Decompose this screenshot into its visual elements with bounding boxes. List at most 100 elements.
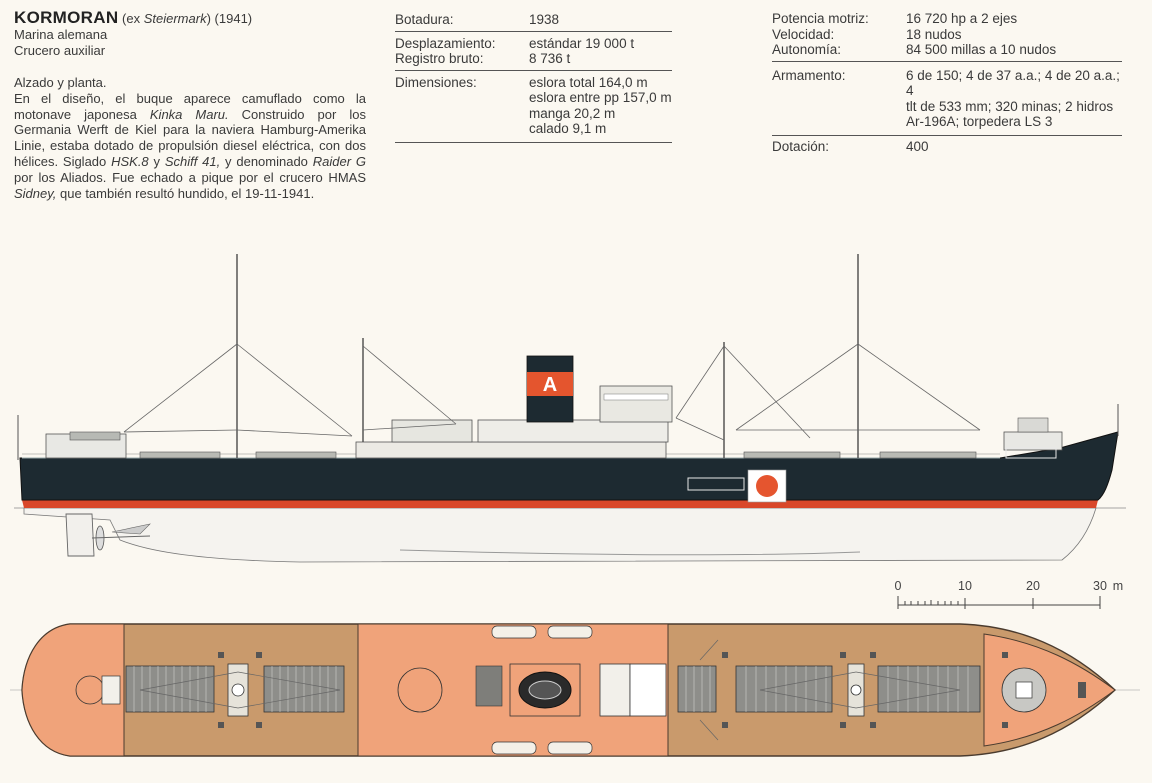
desc-italic-kinka-maru: Kinka Maru. (149, 106, 229, 122)
spec-label: Botadura: (395, 10, 529, 32)
derrick-rigging (123, 343, 981, 441)
ship-info: KORMORAN (ex Steiermark) (1941) Marina a… (14, 8, 366, 202)
boat-deck-house (477, 419, 669, 443)
shaft-bracket (111, 523, 151, 535)
lifeboats (491, 625, 593, 755)
ship-name: KORMORAN (14, 8, 119, 27)
hatch-ribs (133, 666, 969, 712)
spec-row-desplazamiento: Desplazamiento: estándar 19 000 t (395, 31, 672, 51)
spec-value: 400 (906, 138, 929, 154)
scale-label-20: 20 (1026, 579, 1040, 593)
skylight (475, 665, 503, 707)
spec-label: Armamento: (772, 61, 906, 136)
spec-row-dimensiones: Dimensiones: eslora total 164,0 m eslora… (395, 70, 672, 143)
side-port (687, 477, 745, 491)
plan-view (10, 623, 1140, 757)
ex-name-suffix: ) (206, 11, 211, 26)
spec-row-armamento: Armamento: 6 de 150; 4 de 37 a.a.; 4 de … (772, 61, 1122, 136)
spec-row-botadura: Botadura: 1938 (395, 10, 672, 32)
spec-label: Dotación: (772, 138, 830, 154)
bridge-windows (603, 393, 669, 401)
spec-value-line: Ar-196A; torpedera LS 3 (906, 114, 1053, 129)
scale-unit: m (1113, 579, 1123, 593)
poop-deck (21, 623, 125, 757)
ship-year: (1941) (214, 11, 253, 26)
spec-value-armamento: 6 de 150; 4 de 37 a.a.; 4 de 20 a.a.; 4 … (906, 61, 1122, 136)
scale-label-30: 30 (1093, 579, 1107, 593)
hatch-coamings (139, 451, 977, 459)
spec-row-velocidad: Velocidad: 18 nudos (772, 27, 1122, 43)
funnel-casing (509, 663, 581, 717)
spec-value-line: eslora entre pp 157,0 m (529, 90, 672, 105)
profile-view: A (14, 254, 1126, 563)
scale-ticks (897, 596, 1101, 609)
deck-fittings (218, 652, 1086, 728)
desc-italic-hsk8: HSK.8 (111, 153, 149, 169)
spec-value-line: eslora total 164,0 m (529, 74, 648, 90)
ex-name-prefix: (ex (122, 11, 141, 26)
bridge-top (599, 663, 631, 717)
mast-base (850, 684, 862, 696)
desc-italic-raider-g: Raider G (312, 153, 366, 169)
scale-label-10: 10 (958, 579, 972, 593)
funnel-letter: A (543, 374, 557, 396)
hatch-3 (677, 665, 717, 713)
funnel-band (527, 372, 573, 396)
spec-row-potencia: Potencia motriz: 16 720 hp a 2 ejes (772, 10, 1122, 27)
funnel-uptake (528, 680, 562, 700)
navy-label: Marina alemana (14, 27, 108, 42)
view-label: Alzado y planta. (14, 75, 107, 90)
underwater-hull (23, 507, 1097, 563)
rudder (65, 513, 95, 557)
spec-value: estándar 19 000 t (529, 35, 635, 51)
forecastle-top (1017, 417, 1049, 433)
gun-platform (397, 667, 443, 713)
hull-topsides (19, 431, 1119, 501)
desc-part: por los Aliados. Fue echado a pique por … (14, 169, 366, 185)
spec-row-registro: Registro bruto: 8 736 t (395, 51, 672, 71)
desc-part: En el diseño, el buque aparece camuflado… (14, 90, 366, 122)
title-row: KORMORAN (ex Steiermark) (1941) (14, 8, 366, 27)
propeller-shaft (91, 535, 151, 539)
desc-italic-schiff41: Schiff 41, (164, 153, 221, 169)
specs-right: Potencia motriz: 16 720 hp a 2 ejes Velo… (772, 10, 1122, 157)
rising-sun-icon (756, 475, 778, 497)
bilge-keel (399, 549, 861, 556)
spec-label: Autonomía: (772, 42, 906, 62)
spec-label: Registro bruto: (395, 51, 529, 71)
spec-value-dimensiones: eslora total 164,0 m eslora entre pp 157… (529, 70, 672, 143)
plan-derricks (139, 639, 961, 741)
bridge (599, 385, 673, 423)
desc-part: y denominado (220, 153, 313, 169)
cargo-hatches (125, 665, 981, 713)
boot-top (22, 500, 1098, 508)
spec-value: 8 736 t (529, 51, 672, 71)
spec-label: Desplazamiento: (395, 35, 496, 51)
forecastle-deck (983, 633, 1116, 747)
spec-value-line: tlt de 533 mm; 320 minas; 2 hidros (906, 98, 1114, 114)
spec-value: 18 nudos (906, 26, 962, 42)
desc-part: y (148, 153, 165, 169)
description-text: En el diseño, el buque aparece camuflado… (14, 91, 366, 202)
spec-label: Potencia motriz: (772, 11, 869, 26)
specs-left: Botadura: 1938 Desplazamiento: estándar … (395, 10, 747, 143)
forecastle-gun (1015, 681, 1033, 699)
desc-part: Construido por los Germania Werft de Kie… (14, 106, 366, 169)
spec-value: 1938 (529, 10, 672, 32)
poop-deckhouse (69, 431, 121, 441)
scale-label-0: 0 (895, 579, 902, 593)
spec-row-dotacion: Dotación: 400 (772, 135, 1122, 157)
spec-value: 16 720 hp a 2 ejes (906, 11, 1018, 26)
ship-type-label: Crucero auxiliar (14, 43, 106, 58)
superstructure-lower (355, 441, 667, 459)
spec-label: Velocidad: (772, 26, 835, 42)
masts (236, 254, 859, 458)
specs-right-table: Potencia motriz: 16 720 hp a 2 ejes Velo… (772, 10, 1122, 157)
spec-label: Dimensiones: (395, 70, 529, 143)
spec-value-line: calado 9,1 m (529, 121, 607, 136)
mast-base (231, 683, 245, 697)
forecastle-house (1003, 431, 1063, 451)
desc-part: que también resultó hundido, el 19-11-19… (56, 185, 315, 201)
spec-row-autonomia: Autonomía: 84 500 millas a 10 nudos (772, 42, 1122, 62)
